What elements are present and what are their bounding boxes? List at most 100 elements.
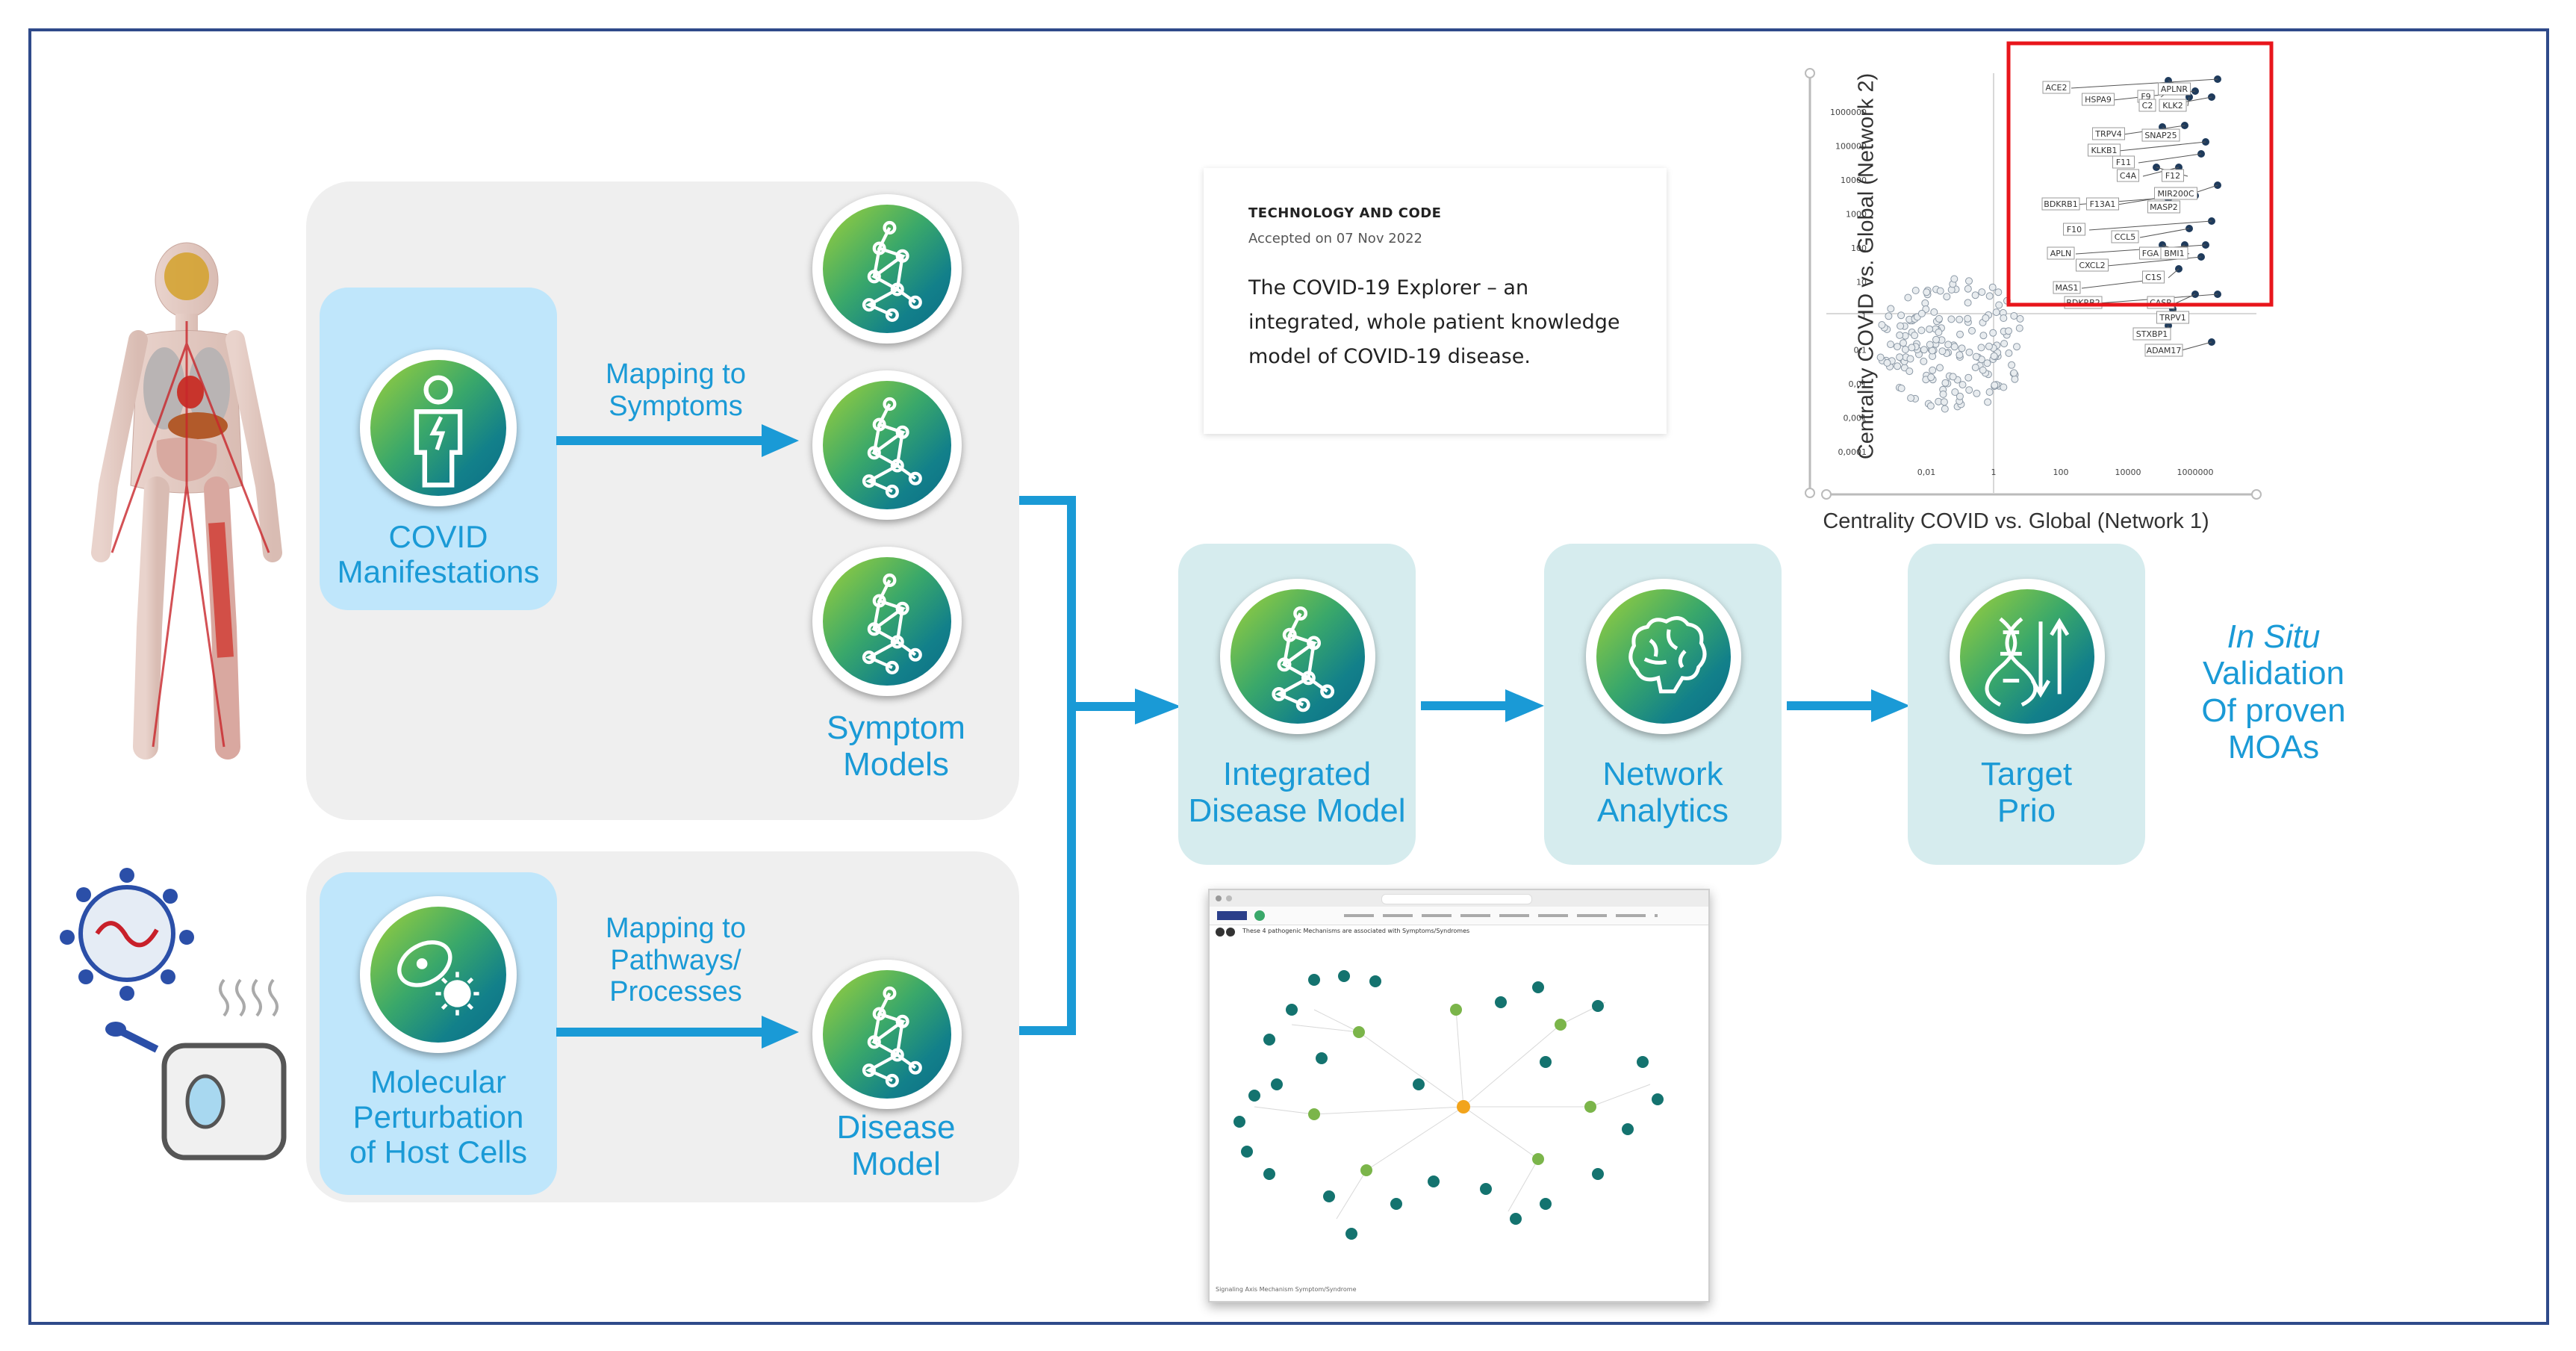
publication-card: TECHNOLOGY AND CODE Accepted on 07 Nov 2… <box>1204 168 1667 434</box>
scatter-point <box>1923 288 1931 296</box>
gene-label-box <box>2160 246 2188 260</box>
scatter-point <box>1887 341 1894 349</box>
scatter-point <box>2005 327 2012 335</box>
scatter-point <box>1989 329 1997 337</box>
y-tick-label: 0,1 <box>1854 346 1867 355</box>
scatter-point <box>1979 366 1987 374</box>
scatter-point <box>1968 326 1976 335</box>
scatter-point <box>1935 329 1943 336</box>
gene-label: F11 <box>2116 158 2131 167</box>
scatter-point <box>1926 402 1935 410</box>
y-tick-label: 0,001 <box>1844 414 1867 423</box>
scatter-point <box>1978 288 1986 296</box>
y-tick-label: 10000 <box>1841 176 1867 185</box>
scatter-point <box>1906 355 1914 363</box>
gene-label: HSPA9 <box>2085 95 2112 105</box>
scatter-point <box>2015 324 2023 332</box>
scatter-point <box>1897 385 1905 392</box>
network-legend: Signaling Axis Mechanism Symptom/Syndrom… <box>1216 1286 1357 1293</box>
leader-line <box>2142 167 2180 177</box>
leader-line <box>2139 228 2190 238</box>
scatter-point <box>1896 331 1904 339</box>
gene-label: CXCL2 <box>2079 261 2105 270</box>
gene-label-box <box>2142 270 2165 284</box>
validation-text: Validation Of proven MOAs <box>2201 655 2346 765</box>
scatter-point <box>1938 347 1947 355</box>
scatter-point <box>1959 381 1967 389</box>
scatter-point <box>2010 369 2018 377</box>
gene-label: BMI1 <box>2164 249 2184 258</box>
scatter-point <box>1896 353 1904 361</box>
dna-sort-icon <box>1950 579 2105 734</box>
gene-label: KLK2 <box>2162 101 2183 111</box>
publication-accepted-date: Accepted on 07 Nov 2022 <box>1248 231 1422 246</box>
network-model-icon <box>812 547 962 696</box>
x-tick-label: 1000000 <box>2177 468 2214 477</box>
scatter-point <box>1911 332 1919 340</box>
scatter-point <box>1988 283 1997 291</box>
gene-label-box <box>2047 246 2075 260</box>
scatter-point <box>1941 405 1949 413</box>
scatter-point <box>1900 339 1907 347</box>
leader-line <box>2187 96 2190 107</box>
gene-label: ACE2 <box>2046 83 2068 93</box>
scatter-point <box>1991 381 1999 389</box>
scatter-point <box>1936 364 1944 372</box>
scatter-x-axis-label: Centrality COVID vs. Global (Network 1) <box>1823 509 2209 533</box>
y-tick-label: 1 <box>1861 311 1867 321</box>
scatter-point <box>1958 344 1966 352</box>
scatter-point <box>1939 390 1947 398</box>
merge-connector <box>1019 496 1181 1035</box>
scatter-point <box>1992 308 2000 317</box>
gene-label-box <box>2144 344 2183 357</box>
y-tick-label: 1000 <box>1846 210 1867 220</box>
leader-line <box>2088 220 2212 231</box>
window-control-icon <box>1226 895 1232 901</box>
scatter-point <box>1982 314 1990 322</box>
mechanism-network-graph <box>1233 970 1664 1240</box>
publication-title: The COVID-19 Explorer – an integrated, w… <box>1248 276 1620 368</box>
gene-label-box <box>2159 99 2187 112</box>
app-logo <box>1217 911 1247 920</box>
scatter-point <box>2016 314 2024 323</box>
back-icon <box>1216 928 1225 937</box>
gene-label: MIR200C <box>2157 189 2194 199</box>
gene-label: CCL5 <box>2115 232 2136 242</box>
scatter-point <box>2005 349 2013 357</box>
y-tick-label: 100 <box>1851 243 1867 253</box>
gene-label-box <box>2041 197 2080 211</box>
symptom-models-label: Symptom Models <box>827 709 965 783</box>
gene-label: MASP2 <box>2150 202 2178 212</box>
scatter-point <box>1956 330 1964 338</box>
gene-label: ADAM17 <box>2147 346 2182 355</box>
scatter-point <box>1964 299 1972 307</box>
scatter-point <box>1876 353 1885 361</box>
mapping-to-pathways-label: Mapping to Pathways/ Processes <box>605 913 746 1008</box>
scatter-point <box>1950 343 1959 351</box>
gene-label-box <box>2111 230 2139 243</box>
gene-label-box <box>2117 169 2139 182</box>
gene-label-box <box>2076 258 2109 272</box>
y-tick-label: 1000000 <box>1830 108 1867 117</box>
gene-label: TRPV4 <box>2094 129 2122 139</box>
gene-label-box <box>2147 200 2180 214</box>
leader-line <box>2118 141 2206 152</box>
scatter-point <box>1911 287 1920 294</box>
app-logo-icon <box>1254 910 1265 921</box>
x-tick-label: 0,01 <box>1917 468 1936 477</box>
gene-label-box <box>2112 155 2135 169</box>
scatter-point <box>1927 373 1935 382</box>
scatter-point <box>1964 314 1972 323</box>
mapping-to-symptoms-label: Mapping to Symptoms <box>605 358 746 422</box>
scatter-point-highlight <box>2185 225 2193 232</box>
gene-label: C2 <box>2142 101 2153 111</box>
scatter-point <box>1887 305 1895 313</box>
scatter-point <box>1977 344 1985 352</box>
window-control-icon <box>1216 895 1222 901</box>
gene-label-box <box>2138 99 2156 112</box>
scatter-point <box>1940 398 1948 406</box>
virus-host-cell-illustration <box>60 868 287 1161</box>
scatter-point <box>1935 314 1943 323</box>
scatter-point <box>1985 342 1993 350</box>
scatter-point <box>1965 277 1973 285</box>
